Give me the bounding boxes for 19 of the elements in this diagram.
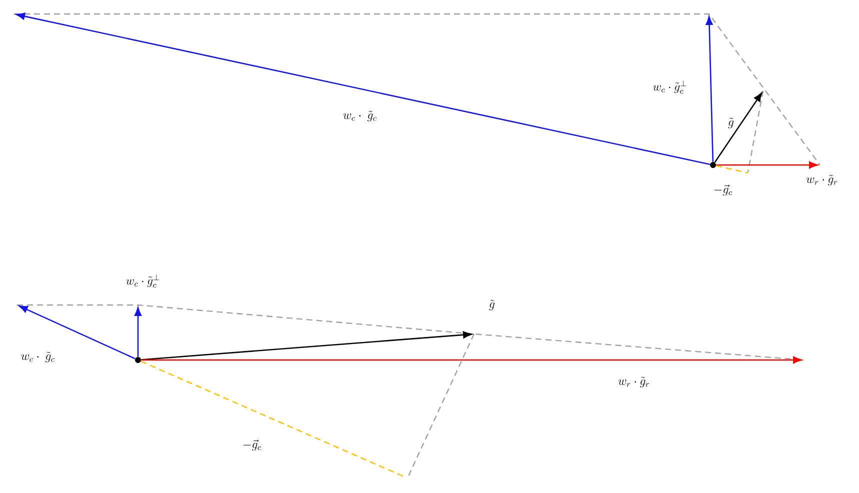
vector-arrow [134, 307, 142, 357]
edge-label: $w_c \cdot\ \tilde{g}_c$ [342, 110, 378, 122]
edge-label: $-\vec{g}_c$ [241, 438, 263, 452]
vector-arrow [141, 356, 802, 364]
edge-label: $w_c \cdot\ \tilde{g}_c$ [20, 350, 56, 364]
vector-arrow [706, 16, 714, 162]
edge-label: $\tilde{g}$ [488, 298, 496, 312]
dashed-line [716, 165, 748, 174]
edge-label: $\tilde{g}$ [726, 116, 736, 130]
edge-label: $w_c \cdot \tilde{g}_c^{\perp}$ [652, 80, 688, 94]
edge-label: $w_c \cdot \tilde{g}_c^{\perp}$ [124, 274, 162, 288]
dashed-line [140, 360, 406, 478]
vector-arrow [716, 161, 818, 169]
edge-label: $w_r \cdot \tilde{g}_r$ [805, 174, 839, 186]
vector-arrow [18, 306, 136, 360]
vector-arrow [714, 92, 762, 163]
edge-label: $-\vec{g}_c$ [712, 184, 734, 196]
vector-arrow [141, 331, 472, 360]
edge-label: $w_r \cdot \tilde{g}_r$ [617, 376, 651, 388]
